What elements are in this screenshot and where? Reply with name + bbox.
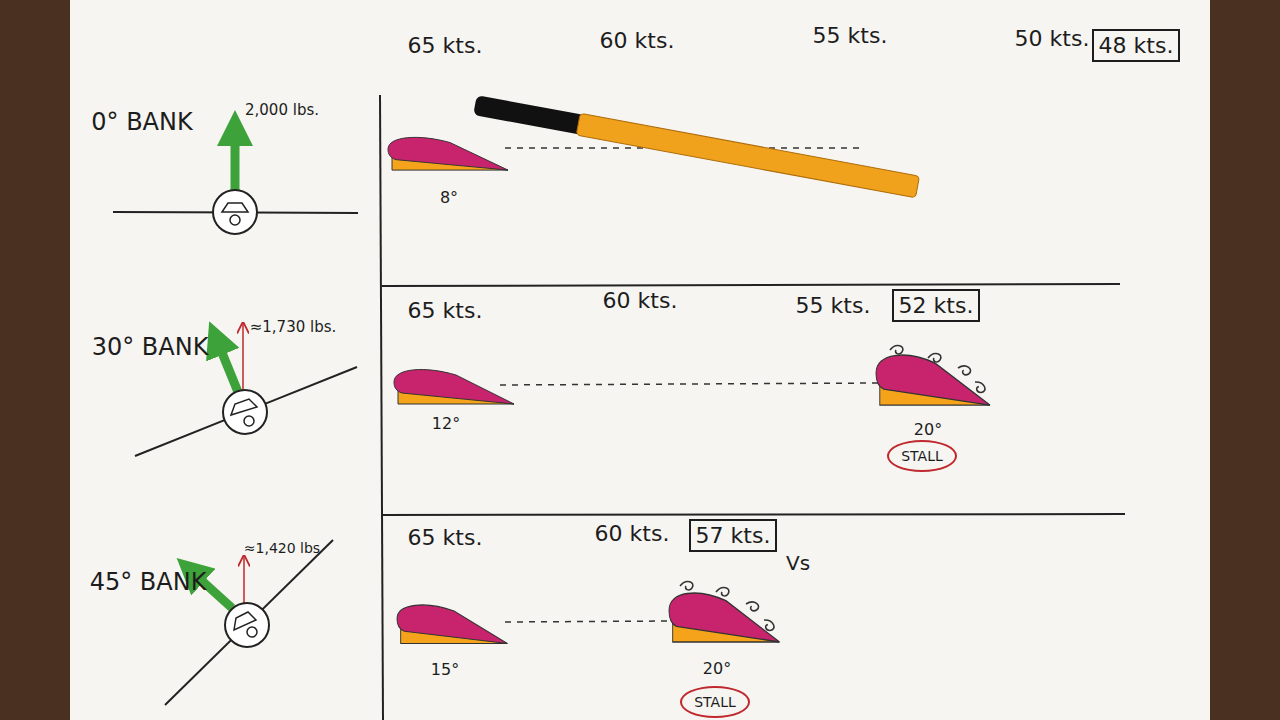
- lift-value: ≈1,730 lbs.: [250, 318, 337, 336]
- angle-label: 12°: [432, 414, 460, 433]
- bank-label: 45° BANK: [90, 568, 207, 596]
- angle-label: 20°: [914, 420, 942, 439]
- stall-text: STALL: [694, 694, 736, 710]
- speed-label: 60 kts.: [595, 521, 670, 546]
- speed-text: 48 kts.: [1099, 33, 1174, 58]
- speed-label: 65 kts.: [408, 33, 483, 58]
- speed-label: 55 kts.: [813, 23, 888, 48]
- stall-oval: STALL: [680, 686, 750, 718]
- speed-label: 55 kts.: [796, 293, 871, 318]
- stall-oval: STALL: [887, 440, 957, 472]
- speed-label: 60 kts.: [600, 28, 675, 53]
- lift-value: ≈1,420 lbs: [244, 540, 320, 556]
- boxed-speed: 52 kts.: [892, 289, 981, 322]
- angle-label: 20°: [703, 659, 731, 678]
- boxed-speed: 48 kts.: [1092, 29, 1181, 62]
- angle-label: 8°: [440, 188, 458, 207]
- speed-label: 65 kts.: [408, 298, 483, 323]
- stall-text: STALL: [901, 448, 943, 464]
- boxed-speed: 57 kts.: [689, 519, 778, 552]
- speed-label: 65 kts.: [408, 525, 483, 550]
- bank-label: 30° BANK: [92, 333, 209, 361]
- lift-value: 2,000 lbs.: [245, 101, 319, 119]
- speed-symbol: Vs: [786, 551, 810, 575]
- speed-label: 50 kts.: [1015, 26, 1090, 51]
- speed-text: 57 kts.: [696, 523, 771, 548]
- speed-text: 52 kts.: [899, 293, 974, 318]
- bank-label: 0° BANK: [91, 108, 192, 136]
- angle-label: 15°: [431, 660, 459, 679]
- speed-label: 60 kts.: [603, 288, 678, 313]
